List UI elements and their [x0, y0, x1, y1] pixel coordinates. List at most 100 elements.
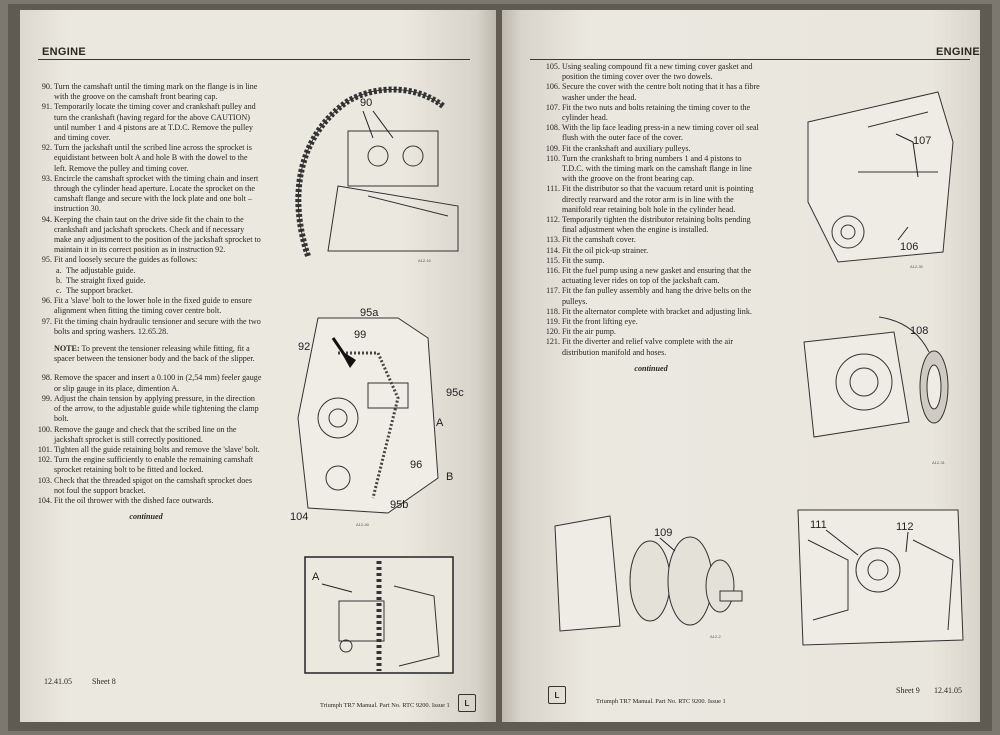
step-number: 116.	[546, 266, 560, 276]
header-rule-right	[530, 59, 970, 60]
instruction-step: 117.Fit the fan pulley assembly and hang…	[538, 286, 764, 306]
step-number: a.	[56, 265, 62, 275]
step-text: Fit a 'slave' bolt to the lower hole in …	[54, 296, 252, 316]
step-number: 98.	[41, 373, 52, 383]
step-number: 95.	[41, 255, 52, 265]
header-rule	[38, 59, 470, 60]
instruction-step: 96.Fit a 'slave' bolt to the lower hole …	[30, 296, 262, 316]
step-text: Turn the jackshaft until the scribed lin…	[54, 143, 252, 173]
step-number: 110.	[546, 153, 560, 163]
instruction-step: 102.Turn the engine sufficiently to enab…	[30, 455, 262, 475]
instruction-step: 108.With the lip face leading press-in a…	[538, 123, 764, 143]
timing-chain-figure: 95a 99 92 95c A 96 B 95b 104 A12-40	[290, 307, 464, 527]
right-page: ENGINE 105.Using sealing compound fit a …	[502, 10, 980, 722]
step-number: 102.	[37, 455, 52, 465]
step-text: Turn the camshaft until the timing mark …	[54, 82, 258, 102]
left-footer-code: 12.41.05	[44, 677, 72, 686]
oil-seal-figure: 108 A12-31	[803, 316, 949, 465]
continued-label-right: continued	[634, 363, 668, 373]
right-footer-manual: Triumph TR7 Manual. Part No. RTC 9200. I…	[596, 698, 726, 705]
right-page-header: ENGINE	[936, 46, 980, 58]
instruction-step: 114.Fit the oil pick-up strainer.	[538, 246, 764, 256]
left-page: ENGINE 90.Turn the camshaft until the ti…	[20, 10, 496, 722]
step-text: Fit the fuel pump using a new gasket and…	[562, 266, 752, 286]
step-number: 100.	[37, 424, 52, 434]
step-text: The straight fixed guide.	[66, 275, 146, 285]
svg-text:109: 109	[654, 527, 672, 539]
step-number: 121.	[545, 337, 560, 347]
instruction-step: 116.Fit the fuel pump using a new gasket…	[538, 266, 764, 286]
right-footer-code: 12.41.05	[934, 686, 962, 695]
instruction-step: 119.Fit the front lifting eye.	[538, 317, 764, 327]
svg-text:95b: 95b	[390, 499, 408, 511]
step-text: Fit the oil thrower with the dished face…	[54, 495, 214, 505]
step-number: 106.	[545, 82, 560, 92]
svg-text:96: 96	[410, 459, 422, 471]
svg-text:112: 112	[896, 521, 914, 533]
note: NOTE: To prevent the tensioner releasing…	[30, 344, 262, 364]
step-number: 120.	[545, 327, 560, 337]
instruction-step: 106.Secure the cover with the centre bol…	[538, 82, 764, 102]
step-number: 99.	[41, 393, 52, 403]
instruction-step: 121.Fit the diverter and relief valve co…	[538, 337, 764, 357]
instruction-step: 97.Fit the timing chain hydraulic tensio…	[30, 317, 262, 337]
pulleys-figure: 109 A12-2	[554, 515, 743, 639]
step-text: Temporarily locate the timing cover and …	[54, 102, 256, 143]
instruction-step: 103.Check that the threaded spigot on th…	[30, 476, 262, 496]
step-text: Fit the air pump.	[562, 327, 616, 337]
instruction-step: 98.Remove the spacer and insert a 0.100 …	[30, 373, 262, 393]
step-text: Encircle the camshaft sprocket with the …	[54, 173, 259, 214]
step-number: 117.	[546, 286, 560, 296]
step-text: Fit the front lifting eye.	[562, 317, 638, 327]
substep: b.The straight fixed guide.	[30, 276, 262, 286]
instruction-step: 100.Remove the gauge and check that the …	[30, 425, 262, 445]
step-text: Temporarily tighten the distributor reta…	[562, 215, 751, 235]
instruction-step: 95.Fit and loosely secure the guides as …	[30, 255, 262, 265]
step-text: The support bracket.	[66, 286, 133, 296]
svg-text:A12-2: A12-2	[710, 634, 721, 639]
instruction-step: 94.Keeping the chain taut on the drive s…	[30, 215, 262, 256]
instruction-step: 90.Turn the camshaft until the timing ma…	[30, 82, 262, 102]
step-text: Fit the camshaft cover.	[562, 235, 636, 245]
step-number: 92.	[41, 143, 52, 153]
step-text: Fit the two nuts and bolts retaining the…	[562, 102, 751, 123]
step-text: Fit the crankshaft and auxiliary pulleys…	[562, 143, 691, 153]
step-number: 118.	[546, 306, 560, 316]
step-text: Secure the cover with the centre bolt no…	[562, 82, 760, 102]
leyland-logo-right: L	[548, 686, 566, 704]
step-text: Remove the spacer and insert a 0.100 in …	[54, 373, 262, 393]
instruction-step: 110.Turn the crankshaft to bring numbers…	[538, 154, 764, 185]
step-text: Fit the fan pulley assembly and hang the…	[562, 286, 752, 306]
svg-text:A: A	[436, 417, 444, 429]
step-text: Fit the alternator complete with bracket…	[562, 306, 752, 316]
distributor-figure: 111 112 A12-54	[797, 509, 964, 646]
step-text: Fit the oil pick-up strainer.	[562, 245, 649, 255]
step-number: 97.	[41, 316, 52, 326]
instruction-step: 93.Encircle the camshaft sprocket with t…	[30, 174, 262, 215]
step-text: Check that the threaded spigot on the ca…	[54, 475, 253, 495]
left-steps: 90.Turn the camshaft until the timing ma…	[30, 82, 262, 522]
svg-text:A12-31: A12-31	[932, 460, 946, 465]
step-text: With the lip face leading press-in a new…	[562, 123, 759, 143]
svg-text:106: 106	[900, 241, 918, 253]
instruction-step: 118.Fit the alternator complete with bra…	[538, 307, 764, 317]
step-text: Fit and loosely secure the guides as fol…	[54, 255, 198, 265]
svg-text:107: 107	[913, 135, 931, 147]
step-text: Tighten all the guide retaining bolts an…	[54, 444, 260, 454]
right-footer-sheet: Sheet 9	[896, 686, 920, 695]
note-text: To prevent the tensioner releasing while…	[54, 344, 255, 364]
step-number: 111.	[546, 184, 560, 194]
step-number: b.	[56, 275, 63, 285]
substep: a.The adjustable guide.	[30, 266, 262, 276]
timing-cover-figure: 107 106 A12-30	[807, 91, 954, 269]
svg-text:92: 92	[298, 341, 310, 353]
instruction-step: 113.Fit the camshaft cover.	[538, 235, 764, 245]
svg-text:A12-30: A12-30	[910, 264, 924, 269]
step-number: 90.	[41, 82, 52, 91]
step-text: Remove the gauge and check that the scri…	[54, 424, 237, 444]
svg-text:111: 111	[810, 519, 827, 531]
instruction-step: 107.Fit the two nuts and bolts retaining…	[538, 103, 764, 123]
step-text: Turn the engine sufficiently to enable t…	[54, 455, 254, 475]
instruction-step: 101.Tighten all the guide retaining bolt…	[30, 445, 262, 455]
step-number: 114.	[546, 245, 560, 255]
